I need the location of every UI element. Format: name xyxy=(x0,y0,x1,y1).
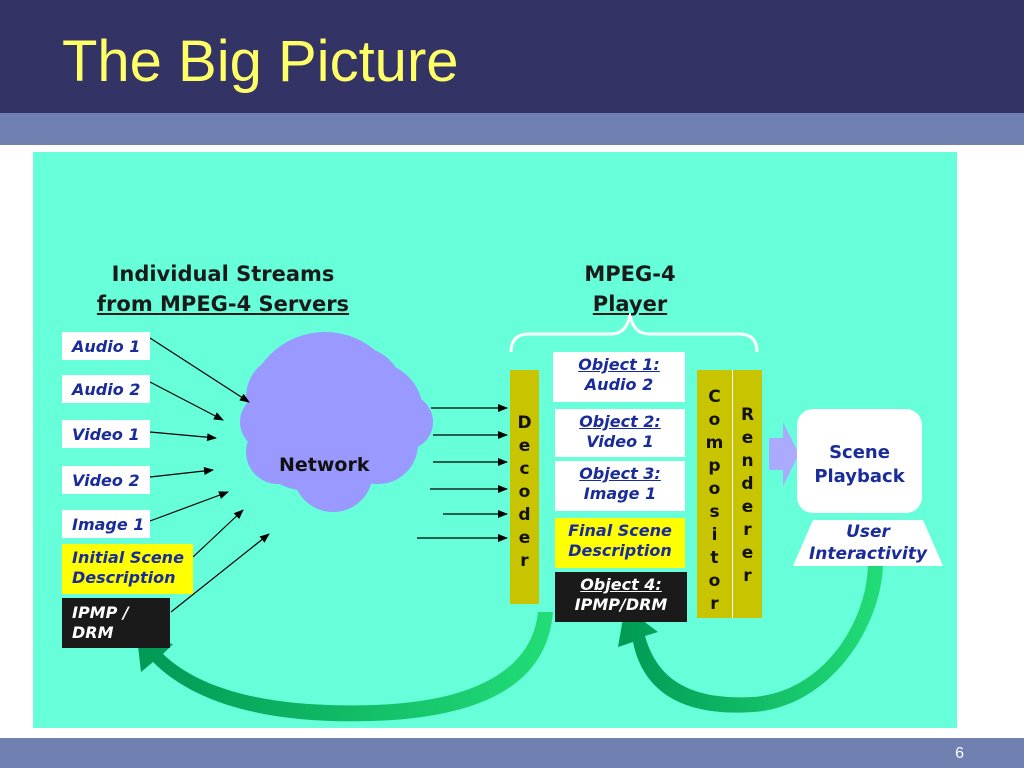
compositor-letter: r xyxy=(710,594,719,614)
source-label: Audio 2 xyxy=(72,380,141,399)
object-4-ipmp-drm: Object 4: IPMP/DRM xyxy=(555,572,687,622)
playback-arrow xyxy=(769,422,799,486)
compositor-letter: i xyxy=(711,525,718,545)
object-name: Object 3: xyxy=(579,464,661,483)
top-stripe xyxy=(0,113,1024,145)
page-number: 6 xyxy=(955,745,964,762)
renderer-letter: n xyxy=(741,451,754,471)
renderer-letter: r xyxy=(743,520,752,540)
object-value: Video 1 xyxy=(586,432,654,451)
object-2-video-1: Object 2: Video 1 xyxy=(555,409,685,457)
decoder-letter: r xyxy=(520,551,529,571)
object-value: Audio 2 xyxy=(584,375,654,394)
source-label: Audio 1 xyxy=(72,337,141,356)
source-initial-scene-description: Initial Scene Description xyxy=(62,544,193,594)
source-ipmp-drm: IPMP / DRM xyxy=(62,598,170,648)
slide-title: The Big Picture xyxy=(62,29,459,94)
compositor-letter: o xyxy=(708,479,721,499)
feedback-arrow-left xyxy=(137,612,553,722)
network-cloud xyxy=(240,332,433,512)
source-image-1: Image 1 xyxy=(62,510,150,538)
compositor-letter: C xyxy=(708,387,721,407)
renderer-letter: e xyxy=(741,543,754,563)
object-1-audio-2: Object 1: Audio 2 xyxy=(553,352,685,402)
object-value: Image 1 xyxy=(583,484,657,503)
source-line: DRM xyxy=(72,623,114,642)
source-audio-2: Audio 2 xyxy=(62,375,150,403)
network-label: Network xyxy=(279,454,370,476)
compositor-letter: t xyxy=(710,548,719,568)
scene-playback-box: Scene Playback xyxy=(797,409,922,513)
decoder-letter: D xyxy=(517,413,532,433)
source-audio-1: Audio 1 xyxy=(62,332,150,360)
source-arrows xyxy=(149,337,270,613)
user-interactivity-line1: User xyxy=(846,522,890,542)
decoder-column: D e c o d e r xyxy=(510,370,539,604)
renderer-letter: r xyxy=(743,566,752,586)
source-line: IPMP / xyxy=(72,603,129,622)
decoder-letter: c xyxy=(519,459,530,479)
source-label: Video 2 xyxy=(72,471,140,490)
source-line: Description xyxy=(72,568,176,587)
player-header-line1: MPEG-4 xyxy=(584,262,676,286)
compositor-letter: o xyxy=(708,410,721,430)
source-label: Video 1 xyxy=(72,425,140,444)
streams-header-line1: Individual Streams xyxy=(111,262,335,286)
bottom-stripe xyxy=(0,738,1024,768)
compositor-letter: p xyxy=(708,456,721,476)
user-interactivity-line2: Interactivity xyxy=(808,544,928,564)
compositor-letter: o xyxy=(708,571,721,591)
object-line: Description xyxy=(568,541,672,560)
feedback-arrow-right xyxy=(618,562,883,713)
user-interactivity-shape xyxy=(793,520,943,566)
player-bracket xyxy=(509,313,759,353)
renderer-letter: R xyxy=(740,405,755,425)
renderer-letter: d xyxy=(741,474,754,494)
player-header: MPEG-4 Player xyxy=(560,259,700,319)
object-name: Object 4: xyxy=(580,575,662,594)
compositor-letter: s xyxy=(709,502,720,522)
title-bar: The Big Picture xyxy=(0,0,1024,113)
decoder-letter: e xyxy=(518,528,531,548)
object-value: IPMP/DRM xyxy=(574,595,668,614)
scene-playback-line1: Scene xyxy=(829,442,890,463)
streams-header: Individual Streams from MPEG-4 Servers xyxy=(73,259,373,319)
object-3-image-1: Object 3: Image 1 xyxy=(555,461,685,511)
object-name: Object 2: xyxy=(579,412,661,431)
source-label: Image 1 xyxy=(72,515,145,534)
source-video-1: Video 1 xyxy=(62,420,150,448)
decoder-letter: o xyxy=(518,482,531,502)
decoder-arrows xyxy=(417,404,508,542)
scene-playback-line2: Playback xyxy=(814,466,905,487)
diagram-graphics xyxy=(137,313,883,722)
object-line: Final Scene xyxy=(568,521,672,540)
player-header-line2: Player xyxy=(592,292,668,316)
diagram-panel: Individual Streams from MPEG-4 Servers M… xyxy=(33,152,957,728)
source-video-2: Video 2 xyxy=(62,466,150,494)
decoder-letter: e xyxy=(518,436,531,456)
source-line: Initial Scene xyxy=(72,548,184,567)
compositor-letter: m xyxy=(705,433,724,453)
renderer-letter: e xyxy=(741,428,754,448)
object-name: Object 1: xyxy=(578,355,660,374)
renderer-letter: e xyxy=(741,497,754,517)
object-final-scene-description: Final Scene Description xyxy=(555,518,685,568)
streams-header-line2: from MPEG-4 Servers xyxy=(96,292,350,316)
user-interactivity-label: User Interactivity xyxy=(793,521,943,569)
decoder-letter: d xyxy=(518,505,531,525)
compositor-column: C o m p o s i t o r xyxy=(697,370,733,618)
renderer-column: R e n d e r e r xyxy=(733,370,762,618)
